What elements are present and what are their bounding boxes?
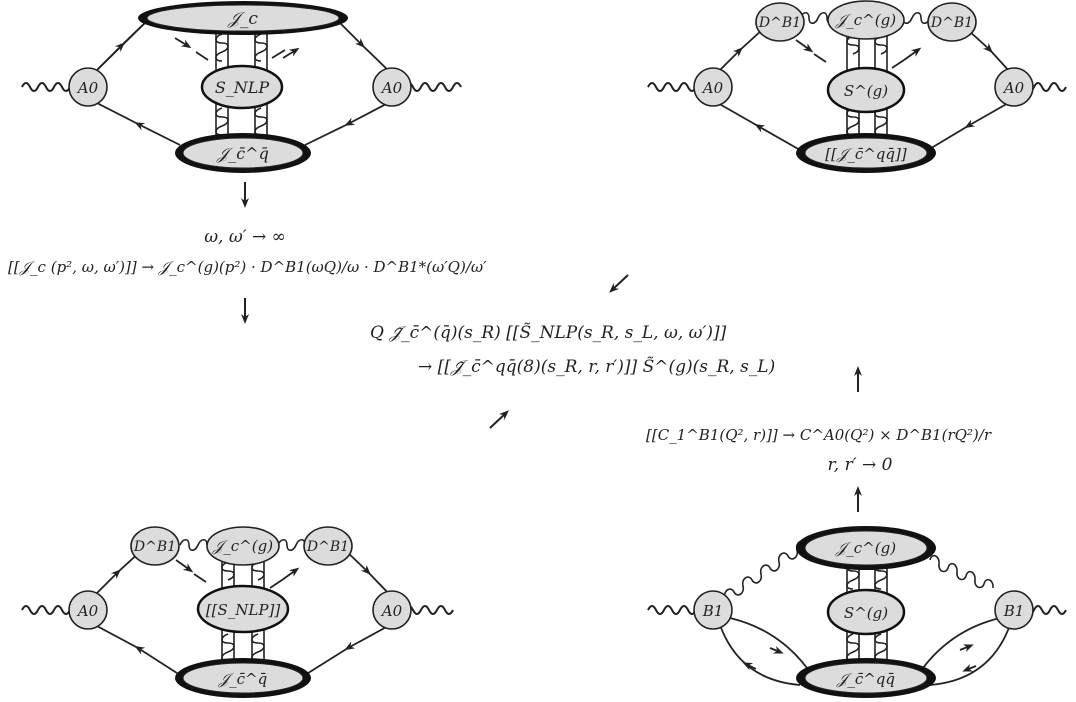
arrow-to-center-from-bottom-left — [489, 410, 509, 429]
soft-blob — [196, 584, 290, 634]
left-jet-equation: [[𝒥_c (p², ω, ω′)]] → 𝒥_c^(g)(p²) · D^B1… — [8, 258, 487, 276]
vertex-left-label: A0 — [701, 79, 724, 97]
jet-bottom-label: [[𝒥_c̄^qq̄]] — [825, 145, 907, 163]
blob-right — [303, 526, 353, 566]
gluon-top-left — [179, 538, 208, 552]
vertex-left — [693, 67, 733, 107]
blob-right-label: D^B1 — [930, 15, 973, 31]
center-equation-line2: → [[𝒥̃_c̄^qq̄(8)(s_R, r, r′)]] S̃^(g)(s_… — [418, 357, 776, 377]
vertex-left — [68, 67, 108, 107]
jet-top-label: 𝒥_c^(g) — [835, 11, 896, 29]
diagram-bottom-left: 𝒥_c^(g) D^B1 D^B1 [[S_NLP]] 𝒥_c̄^q̄ A0 A… — [21, 526, 454, 698]
blob-left-label: D^B1 — [758, 15, 801, 31]
vertex-left — [693, 590, 733, 630]
vertex-left-label: A0 — [76, 79, 99, 97]
arrow-to-center-from-top-right — [609, 274, 629, 293]
quark-arc-left-outer — [719, 624, 801, 686]
soft-arrow-right — [903, 47, 922, 61]
quark-line-bottom-left — [94, 624, 181, 676]
soft-arrow-right — [281, 567, 300, 581]
vertex-left-label: A0 — [76, 602, 99, 620]
soft-arrow-right — [282, 47, 300, 59]
jet-bottom-label: 𝒥_c̄^q̄ — [218, 670, 267, 688]
quark-line-bottom-right — [304, 101, 391, 146]
quark-line-top-right — [967, 29, 1011, 73]
soft-label: S^(g) — [844, 82, 888, 100]
jet-bottom-label: 𝒥_c̄^qq̄ — [836, 670, 895, 688]
vertex-left-label: B1 — [702, 602, 724, 620]
center-equation-line1: Q 𝒥̃_c̄^(q̄)(s_R) [[S̃_NLP(s_R, s_L, ω, … — [370, 323, 727, 343]
vertex-right-label: A0 — [380, 79, 403, 97]
photon-right — [404, 82, 462, 92]
quark-line-bottom-right — [927, 101, 1011, 151]
gluon-right — [929, 554, 994, 589]
blob-left-label: D^B1 — [133, 539, 176, 555]
quark-line-top-left — [94, 17, 151, 73]
jet-top-label: 𝒥_c^(g) — [212, 537, 273, 555]
soft-arrow-left — [175, 559, 194, 573]
vertex-right-label: A0 — [1002, 79, 1025, 97]
jet-top-label: 𝒥_c — [227, 9, 258, 29]
blob-right-label: D^B1 — [306, 539, 349, 555]
vertex-left — [68, 590, 108, 630]
diagram-top-left: 𝒥_c S_NLP 𝒥_c̄^q̄ A0 A0 — [21, 1, 462, 173]
photon-left — [647, 82, 697, 92]
soft-arrow-left — [174, 37, 192, 49]
quark-arc-left-inner — [729, 617, 811, 673]
soft-blob — [826, 588, 906, 636]
blob-left — [755, 2, 805, 42]
blob-left — [130, 526, 180, 566]
photon-left — [647, 605, 697, 615]
vertex-right-label: A0 — [380, 602, 403, 620]
vertex-right — [372, 67, 412, 107]
vertex-right — [994, 590, 1034, 630]
soft-blob — [200, 64, 284, 110]
soft-label: S^(g) — [844, 604, 888, 622]
photon-right — [404, 605, 454, 615]
flow-arrows — [241, 182, 862, 512]
jet-top-blob — [206, 526, 280, 566]
right-limit-text: r, r′ → 0 — [827, 455, 893, 475]
diagram-bottom-right: 𝒥_c^(g) S^(g) 𝒥_c̄^qq̄ B1 B1 — [647, 526, 1067, 698]
diagram-top-right: 𝒥_c^(g) D^B1 D^B1 S^(g) [[𝒥_c̄^qq̄]] A0 … — [647, 0, 1067, 173]
quark-line-top-right — [344, 549, 391, 596]
right-coefficient-equation: [[C_1^B1(Q², r)]] → C^A0(Q²) × D^B1(rQ²)… — [646, 426, 991, 444]
quark-line-top-left — [717, 29, 763, 73]
left-limit-text: ω, ω′ → ∞ — [204, 227, 286, 247]
soft-arrow-left — [795, 39, 814, 53]
quark-line-top-right — [334, 17, 391, 73]
vertex-right — [994, 67, 1034, 107]
gluon-left — [723, 540, 807, 599]
soft-label: [[S_NLP]] — [206, 601, 281, 619]
blob-right — [927, 2, 977, 42]
soft-label: S_NLP — [215, 78, 270, 97]
vertex-right — [372, 590, 412, 630]
jet-top-label: 𝒥_c^(g) — [835, 539, 896, 557]
quark-line-bottom-left — [94, 101, 181, 146]
quark-arc-right-outer — [929, 624, 1011, 686]
quark-line-bottom-right — [304, 624, 391, 676]
quark-line-bottom-left — [715, 101, 801, 151]
gluon-top-right — [277, 538, 306, 552]
jet-top-blob — [827, 0, 905, 40]
quark-arc-right-inner — [919, 617, 1001, 673]
vertex-right-label: B1 — [1003, 602, 1025, 620]
quark-line-top-left — [94, 549, 143, 596]
soft-blob — [826, 66, 906, 114]
jet-bottom-label: 𝒥_c̄^q̄ — [216, 144, 269, 163]
